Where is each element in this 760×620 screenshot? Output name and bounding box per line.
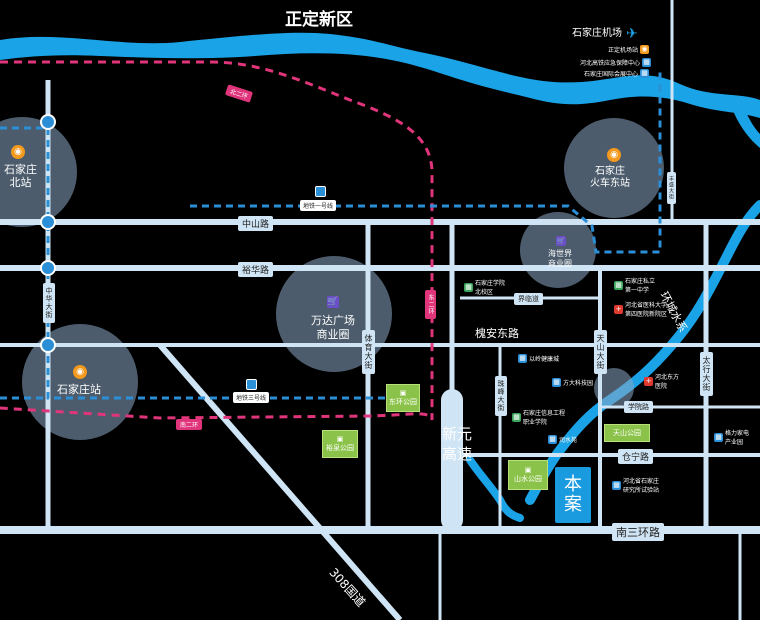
airport-center-label: 河北高铁应急保障中心	[580, 60, 641, 67]
xiaoyu-label: 河北省石家庄 研究所试验站	[623, 478, 660, 494]
poi-hospital-east: +河北东方 医院	[644, 372, 679, 390]
airport-block: 石家庄机场 ✈	[572, 26, 638, 42]
road-xuefu: 学院路	[624, 401, 653, 413]
poi-airport-center: 河北高铁应急保障中心▦	[580, 58, 652, 67]
school1-label: 石家庄学院 北校区	[475, 280, 506, 296]
school-icon: ▦	[614, 280, 623, 290]
tree-icon: ▣	[524, 466, 532, 474]
hospital-east-label: 河北东方 医院	[655, 374, 680, 390]
building-icon: ▦	[642, 58, 652, 67]
station-main-label: 石家庄站	[57, 383, 101, 396]
road-nansan: 南三环路	[612, 523, 664, 541]
poi-airport-station: 正定机场站◉	[608, 45, 650, 54]
road-zhongshan: 中山路	[238, 216, 274, 231]
poi-fangda: ▦方大科技园	[552, 378, 593, 387]
project-label: 本 案	[564, 474, 582, 515]
expo-label: 石家庄国际会展中心	[584, 71, 639, 78]
ring-right-tag: 东二环	[425, 290, 436, 319]
ring-road	[0, 60, 434, 421]
station-north-label: 石家庄 北站	[4, 163, 37, 190]
station-east-label: 石家庄 火车东站	[590, 166, 630, 189]
shopping-cart-icon: 🛒	[327, 296, 339, 308]
metro-line1-tag: 地铁一号线	[300, 200, 337, 211]
poi-school1: ▦石家庄学院 北校区	[464, 278, 505, 296]
mall-haishijie-label: 海世界 商业圈	[548, 249, 572, 268]
hospital-icon: +	[644, 376, 653, 386]
road-tiyu: 体育大街	[362, 330, 375, 374]
tree-icon: ▣	[399, 389, 407, 397]
east-canal	[525, 200, 760, 505]
school4-label: 石家庄信息工程 职业学院	[523, 410, 566, 426]
station-icon: ◉	[640, 45, 650, 54]
fangda-label: 方大科技园	[563, 380, 594, 387]
tree-icon: ▣	[336, 435, 344, 443]
school-icon: ▦	[512, 412, 521, 422]
ring-bottom-tag: 南二环	[176, 419, 203, 430]
metro-icon	[246, 379, 257, 390]
mall-wanda-label: 万达广场 商业圈	[311, 314, 355, 342]
gexin-label: 格力家电 产业园	[725, 430, 750, 446]
road-yuhua: 裕华路	[238, 262, 274, 277]
poi-hospital-new: +河北省医科大学 第四医院新院区	[614, 300, 667, 318]
park-dongping: ▣东环公园	[386, 384, 420, 412]
building-icon: ▦	[612, 480, 621, 490]
building-icon: ▦	[548, 435, 557, 444]
poi-gexin: ▦格力家电 产业园	[714, 428, 749, 446]
district-label: 正定新区	[285, 10, 353, 30]
park-dongping-label: 东环公园	[389, 398, 417, 406]
project-marker[interactable]: 本 案	[555, 467, 591, 523]
railway-station-icon: ◉	[607, 148, 621, 162]
building-icon: ▦	[552, 378, 561, 387]
building-icon: ▦	[714, 432, 723, 442]
park-shanshui-label: 山水公园	[514, 475, 542, 483]
airport-station-label: 正定机场站	[608, 47, 639, 54]
poi-school4: ▦石家庄信息工程 职业学院	[512, 408, 565, 426]
park-tianshan: 天山公园	[604, 424, 650, 442]
road-xinyuan: 新元 高速	[442, 425, 473, 463]
metro-icon	[315, 186, 326, 197]
building-icon: ▦	[518, 354, 527, 363]
park-shanshui: ▣山水公园	[508, 460, 548, 490]
park-yulan: ▣裕泉公园	[322, 430, 358, 458]
river-branch	[732, 96, 760, 148]
library-label: 以岭健康城	[529, 356, 560, 363]
shopping-cart-icon: 🛒	[556, 236, 566, 246]
airplane-icon: ✈	[626, 26, 638, 42]
river	[0, 32, 760, 118]
school2-label: 石家庄私立 第一中学	[625, 278, 656, 294]
road-zhongning: 仓宁路	[618, 449, 654, 464]
building-icon: ▦	[640, 69, 650, 78]
hospital-icon: +	[614, 304, 623, 314]
hospital-new-label: 河北省医科大学 第四医院新院区	[625, 302, 668, 318]
road-jieshi: 界临道	[514, 293, 543, 305]
runshui-label: 润水苑	[559, 437, 578, 444]
poi-school2: ▦石家庄私立 第一中学	[614, 276, 655, 294]
poi-runshui: ▦润水苑	[548, 435, 577, 444]
airport-title: 石家庄机场	[572, 28, 622, 39]
park-tianshan-label: 天山公园	[613, 429, 641, 437]
metro-line3-tag: 地铁三号线	[233, 392, 270, 403]
poi-library: ▦以岭健康城	[518, 354, 559, 363]
road-tianshan: 天山大街	[594, 330, 607, 374]
railway-station-icon: ◉	[73, 365, 87, 379]
road-huaian-east: 槐安东路	[475, 327, 519, 340]
road-zhufeng: 珠峰大街	[495, 376, 507, 416]
park-yulan-label: 裕泉公园	[326, 444, 354, 452]
poi-xiaoyu: ▦河北省石家庄 研究所试验站	[612, 476, 659, 494]
poi-expo: 石家庄国际会展中心▦	[584, 69, 650, 78]
railway-station-icon: ◉	[11, 145, 25, 159]
road-fengdao: 丰盛大街	[667, 172, 676, 204]
road-zhonghua: 中华大街	[43, 283, 55, 323]
school-icon: ▦	[464, 282, 473, 292]
road-taihang: 太行大街	[700, 352, 713, 396]
